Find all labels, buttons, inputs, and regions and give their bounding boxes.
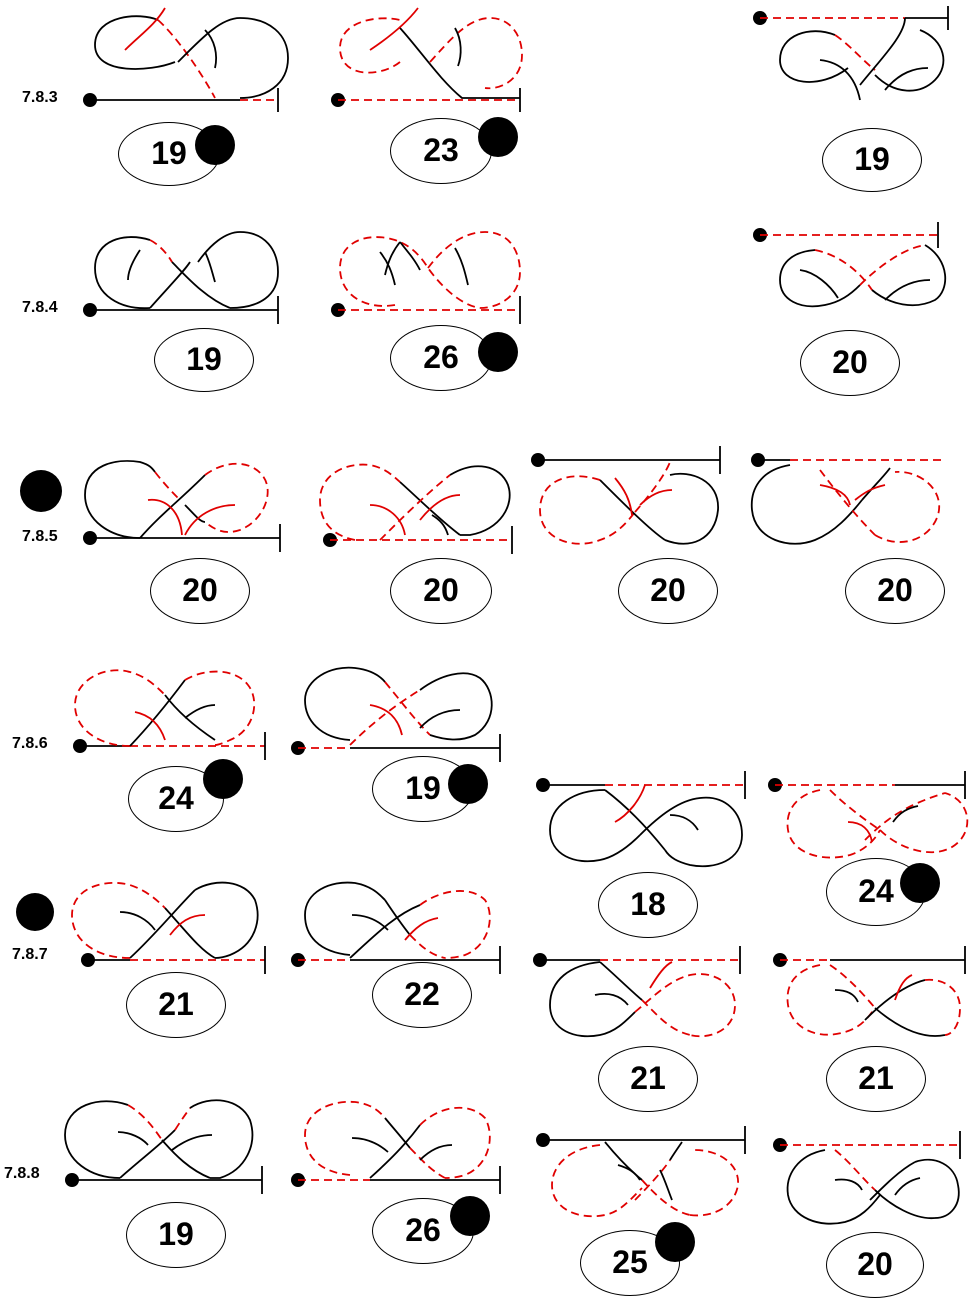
count-label: 19 bbox=[164, 341, 244, 378]
count-label: 20 bbox=[160, 572, 240, 609]
count-label: 19 bbox=[832, 141, 912, 178]
knot-fig-21 bbox=[536, 1126, 745, 1216]
count-label: 21 bbox=[136, 986, 216, 1023]
count-label: 20 bbox=[855, 572, 935, 609]
knot-fig-18 bbox=[773, 946, 965, 1036]
count-label: 18 bbox=[608, 886, 688, 923]
knot-fig-8 bbox=[320, 465, 512, 554]
count-label: 21 bbox=[836, 1060, 916, 1097]
knot-fig-2 bbox=[331, 8, 522, 112]
count-label: 20 bbox=[628, 572, 708, 609]
badge-dot bbox=[900, 863, 940, 903]
knot-fig-4 bbox=[83, 232, 278, 324]
badge-dot bbox=[478, 117, 518, 157]
knot-fig-19 bbox=[65, 1100, 262, 1194]
row-label-7-8-8: 7.8.8 bbox=[4, 1165, 40, 1183]
marker-dot bbox=[20, 470, 62, 512]
knot-fig-16 bbox=[291, 883, 500, 974]
knot-fig-13 bbox=[536, 771, 745, 866]
badge-dot bbox=[655, 1222, 695, 1262]
knot-fig-17 bbox=[533, 946, 740, 1036]
count-label: 20 bbox=[810, 344, 890, 381]
knot-fig-22 bbox=[773, 1131, 960, 1224]
knot-fig-6 bbox=[753, 222, 945, 306]
badge-dot bbox=[478, 332, 518, 372]
badge-dot bbox=[450, 1196, 490, 1236]
knot-fig-5 bbox=[331, 232, 520, 324]
knot-fig-14 bbox=[768, 771, 967, 858]
knot-fig-3 bbox=[753, 6, 948, 100]
badge-dot bbox=[203, 759, 243, 799]
count-label: 20 bbox=[401, 572, 481, 609]
badge-dot bbox=[448, 764, 488, 804]
row-label-7-8-3: 7.8.3 bbox=[22, 89, 58, 107]
count-label: 19 bbox=[136, 1216, 216, 1253]
count-label: 21 bbox=[608, 1060, 688, 1097]
row-label-7-8-6: 7.8.6 bbox=[12, 735, 48, 753]
knot-fig-10 bbox=[751, 453, 945, 544]
count-label: 20 bbox=[835, 1246, 915, 1283]
knot-fig-1 bbox=[83, 8, 288, 112]
row-label-7-8-5: 7.8.5 bbox=[22, 528, 58, 546]
knot-fig-11 bbox=[73, 670, 265, 760]
count-label: 22 bbox=[382, 976, 462, 1013]
knot-fig-15 bbox=[72, 883, 265, 974]
knot-fig-9 bbox=[531, 446, 720, 544]
count-label: 26 bbox=[401, 339, 481, 376]
badge-dot bbox=[195, 125, 235, 165]
count-label: 23 bbox=[401, 132, 481, 169]
row-label-7-8-4: 7.8.4 bbox=[22, 299, 58, 317]
marker-dot bbox=[16, 893, 54, 931]
knot-fig-7 bbox=[83, 461, 280, 552]
row-label-7-8-7: 7.8.7 bbox=[12, 946, 48, 964]
knot-fig-12 bbox=[291, 668, 500, 762]
knot-fig-20 bbox=[291, 1102, 500, 1194]
